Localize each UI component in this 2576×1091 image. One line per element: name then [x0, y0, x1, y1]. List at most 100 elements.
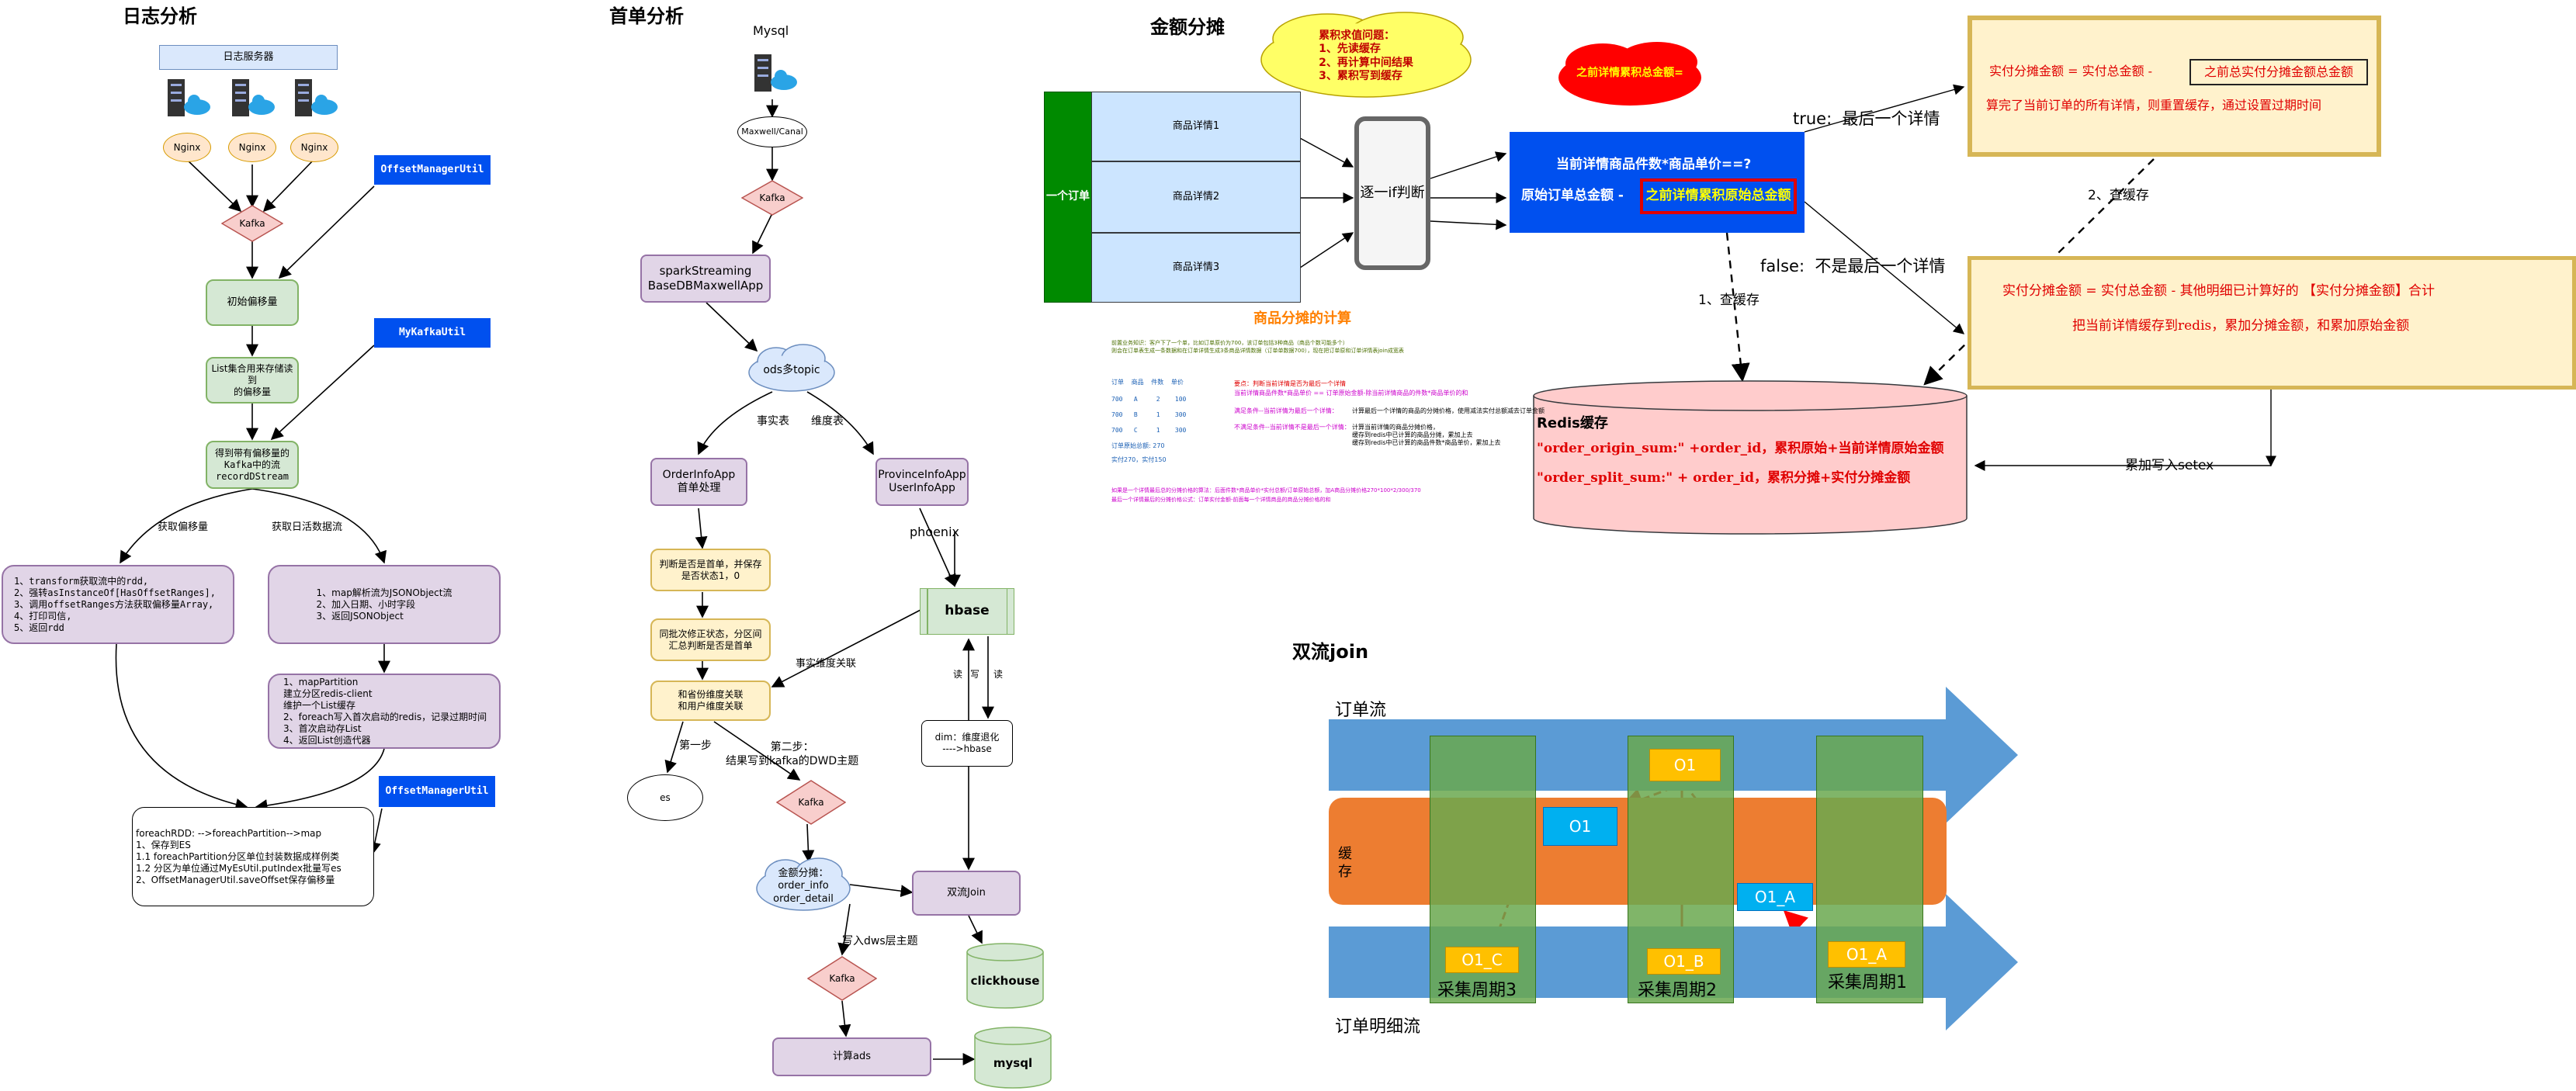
clickhouse-label: clickhouse — [970, 974, 1040, 989]
detail-stream-label: 订单明细流 — [1335, 1017, 1421, 1037]
order-bar: 一个订单 — [1044, 92, 1092, 303]
hbase-node: hbase — [920, 588, 1014, 635]
step2-label: 第二步： 结果写到kafka的DWD主题 — [726, 741, 859, 767]
mysql-db: mysql — [974, 1027, 1052, 1089]
write-dws-label: 写入dws层主题 — [842, 935, 918, 947]
formula-line-1: 当前详情商品件数*商品单价==? — [1556, 157, 1752, 172]
true-branch-label: true: 最后一个详情 — [1793, 109, 1940, 128]
o1-a-detail-node: O1_A — [1828, 941, 1905, 968]
calc-rule-3: 满足条件--当前详情为最后一个详情： — [1234, 407, 1338, 414]
calc-rule-4b: 计算当前详情的商品分摊价格， 缓存到redis中已计算的商品分摊，累加上去 缓存… — [1352, 424, 1501, 446]
cache-label: 缓 存 — [1338, 846, 1352, 880]
nginx-node: Nginx — [163, 133, 211, 162]
fact-table-label: 事实表 — [757, 415, 789, 428]
fact-dim-join-label: 事实维度关联 — [796, 658, 857, 670]
redis-line-1: "order_origin_sum:" +order_id，累积原始+当前详情原… — [1537, 441, 1944, 456]
section-title-first-order: 首单分析 — [609, 5, 684, 27]
dual-join-box: 双流Join — [912, 871, 1021, 916]
detail-box-3: 商品详情3 — [1091, 233, 1301, 303]
calc-ads-box: 计算ads — [772, 1037, 931, 1076]
period-label-1: 采集周期1 — [1828, 973, 1907, 992]
server-icon — [166, 78, 213, 120]
mysql-label: Mysql — [753, 23, 789, 38]
my-kafka-util-tag: MyKafkaUtil — [374, 318, 491, 348]
true-result-box: 实付分摊金额 = 实付总金额 - 之前总实付分摊金额总金额 算完了当前订单的所有… — [1968, 16, 2381, 157]
calc-foot-2: 最后一个详情最后的分摊价格公式：订单实付金额-前面每一个详情商品的商品分摊价格的… — [1111, 497, 1331, 503]
read-label: 读 — [953, 669, 963, 680]
server-icon — [293, 78, 340, 120]
formula-line-2a: 原始订单总金额 - — [1521, 188, 1628, 203]
init-offset-box: 初始偏移量 — [206, 279, 299, 326]
dim-degenerate-box: dim：维度退化 ---->hbase — [921, 720, 1013, 767]
server-icon — [753, 53, 799, 95]
kafka-label: Kafka — [798, 796, 824, 808]
nginx-node: Nginx — [290, 133, 338, 162]
map-json-box: 1、map解析流为JSONObject流 2、加入日期、小时字段 3、返回JSO… — [268, 565, 501, 644]
period-label-3: 采集周期3 — [1437, 981, 1517, 1000]
calc-note-2: 则会在订单表生成一条数据和在订单详情生成3条商品详情数据（订单单数据700），现… — [1111, 348, 1404, 354]
stream-box: 得到带有偏移量的 Kafka中的流 recordDStream — [206, 441, 299, 489]
log-server-box: 日志服务器 — [159, 45, 338, 70]
nginx-node: Nginx — [228, 133, 276, 162]
list-offset-box: List集合用来存储读到 的偏移量 — [206, 357, 299, 403]
server-icon — [231, 78, 277, 120]
true-result-line-1a: 实付分摊金额 = 实付总金额 - — [1989, 64, 2157, 78]
order-info-app-box: OrderInfoApp 首单处理 — [650, 458, 747, 506]
read-label: 读 — [993, 669, 1004, 680]
phoenix-label: phoenix — [910, 525, 959, 539]
calc-note-1: 前置业务知识：客户下了一个单，比如订单原价为700，该订单包括3种商品（商品个数… — [1111, 340, 1348, 346]
hbase-label: hbase — [945, 603, 990, 619]
o1-a-cache-node: O1_A — [1737, 883, 1813, 911]
false-result-box: 实付分摊金额 = 实付总金额 - 其他明细已计算好的 【实付分摊金额】合计 把当… — [1968, 256, 2576, 390]
step1-label: 第一步 — [679, 739, 712, 752]
kafka-diamond: Kafka — [221, 205, 283, 242]
o1-b-detail-node: O1_B — [1647, 948, 1721, 975]
redis-cache-db: Redis缓存 "order_origin_sum:" +order_id，累积… — [1533, 380, 1968, 535]
offset-manager-util-tag-2: OffsetManagerUtil — [379, 776, 495, 807]
setex-label: 累加写入setex — [2125, 458, 2214, 473]
transform-box: 1、transform获取流中的rdd, 2、强转asInstanceOf[Ha… — [2, 565, 234, 644]
hbase-right-bar — [1006, 589, 1007, 634]
calc-table-row: 700 A 2 100 — [1111, 396, 1187, 403]
calc-rule-4: 不满足条件--当前详情不是最后一个详情： — [1234, 424, 1350, 431]
calc-table-paid: 实付270，实付150 — [1111, 456, 1167, 463]
calc-table-row: 700 C 1 300 — [1111, 427, 1187, 434]
same-batch-box: 同批次修正状态，分区间 汇总判断是否是首单 — [650, 618, 771, 661]
mysql-db-label: mysql — [993, 1055, 1033, 1070]
hbase-left-bar — [927, 589, 928, 634]
prev-total-cloud: 之前详情累积总金额= — [1556, 39, 1704, 109]
branch-label-offset: 获取偏移量 — [158, 521, 209, 533]
dim-table-label: 维度表 — [811, 415, 844, 428]
spark-streaming-box: sparkStreaming BaseDBMaxwellApp — [640, 255, 771, 303]
true-result-line-1b: 之前总实付分摊金额总金额 — [2189, 59, 2368, 85]
cache-problem-cloud: 累积求值问题： 1、先读缓存 2、再计算中间结果 3、累积写到缓存 — [1257, 9, 1475, 101]
prev-total-label: 之前详情累积总金额= — [1576, 67, 1683, 80]
calc-table-row: 700 B 1 300 — [1111, 411, 1187, 418]
write-label: 写 — [970, 669, 980, 680]
ods-label: ods多topic — [763, 364, 820, 377]
detail-box-1: 商品详情1 — [1091, 92, 1301, 161]
calc-rule-3b: 计算最后一个详情的商品的分摊价格，使用减法实付总额减去订单金额 — [1352, 407, 1545, 414]
formula-box: 当前详情商品件数*商品单价==? 原始订单总金额 - 之前详情累积原始总金额 — [1510, 132, 1805, 233]
redis-line-2: "order_split_sum:" + order_id，累积分摊+实付分摊金… — [1537, 470, 1911, 486]
kafka-diamond: Kafka — [741, 180, 803, 216]
es-node: es — [627, 774, 703, 821]
calc-rule-1: 要点：判断当前详情是否为最后一个详情 — [1234, 380, 1346, 387]
branch-label-daily: 获取日活数据流 — [272, 521, 343, 533]
calc-rule-2: 当前详情商品件数*商品单价 == 订单原始金额-除当前详情商品的件数*商品单价的… — [1234, 390, 1468, 397]
check-cache-label-1: 1、查缓存 — [1698, 293, 1760, 308]
true-result-line-2: 算完了当前订单的所有详情，则重置缓存，通过设置过期时间 — [1986, 98, 2322, 113]
calc-table-total: 订单原始总额: 270 — [1111, 442, 1165, 449]
check-cache-label-2: 2、查缓存 — [2088, 188, 2149, 203]
province-info-app-box: ProvinceInfoApp UserInfoApp — [875, 458, 969, 506]
dim-join-box: 和省份维度关联 和用户维度关联 — [650, 681, 771, 721]
kafka-diamond: Kafka — [807, 956, 877, 1001]
calc-title: 商品分摊的计算 — [1253, 310, 1351, 327]
kafka-label: Kafka — [239, 217, 265, 229]
section-title-dual-join: 双流join — [1292, 641, 1369, 663]
order-stream-label: 订单流 — [1335, 701, 1387, 720]
formula-line-2b: 之前详情累积原始总金额 — [1640, 178, 1797, 214]
false-result-line-1: 实付分摊金额 = 实付总金额 - 其他明细已计算好的 【实付分摊金额】合计 — [2002, 283, 2436, 299]
calc-foot-1: 如果是一个详情最后总的分摊价格的算法：后面件数*商品单价*实付总额/订单原始总额… — [1111, 487, 1421, 494]
